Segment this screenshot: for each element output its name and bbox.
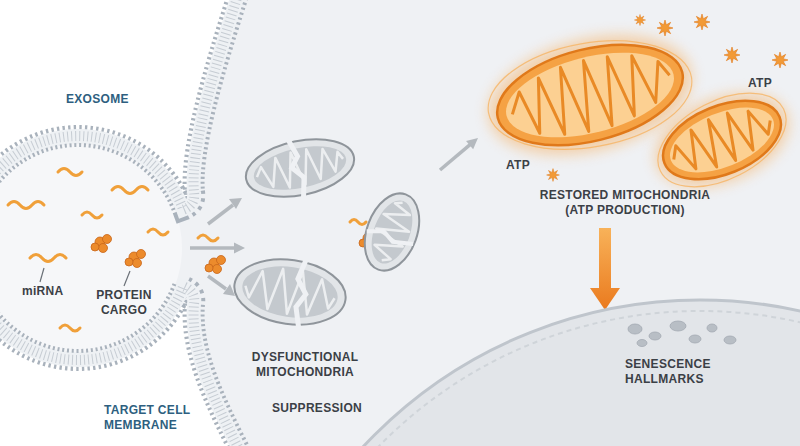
lipid-bilayer	[0, 0, 240, 446]
repairing-mitochondrion	[355, 186, 429, 278]
transport-arrow	[208, 205, 233, 224]
damaged-mitochondrion	[240, 126, 360, 210]
cell-outline	[290, 300, 800, 446]
arrow-head	[234, 243, 245, 254]
node-text: SENESCENCE HALLMARKS	[625, 357, 725, 387]
arrow-shaft	[440, 144, 471, 170]
dysfunctional-mitochondria: DYSFUNCTIONAL MITOCHONDRIA	[245, 118, 440, 388]
healthy-mitochondrion	[504, 41, 678, 148]
cell-outline	[628, 321, 736, 347]
lipid-bilayer	[0, 0, 240, 446]
node-text: DYSFUNCTIONAL MITOCHONDRIA	[245, 350, 365, 380]
healthy-mitochondrion	[665, 98, 779, 181]
extracellular-space	[0, 0, 240, 446]
atp-burst	[657, 20, 673, 36]
damaged-mitochondrion	[239, 261, 341, 324]
flow-arrow	[190, 243, 245, 254]
arrow-shaft	[599, 228, 611, 292]
damaged-mitochondrion	[230, 249, 351, 336]
healthy-mitochondrion	[641, 75, 800, 205]
damaged-mitochondrion	[291, 257, 311, 330]
mirna-strand	[8, 202, 44, 209]
exosome-vesicle: EXOSOME	[0, 88, 190, 360]
healthy-mitochondrion	[497, 37, 682, 152]
cell-outline	[707, 324, 717, 332]
damaged-mitochondrion	[241, 130, 360, 206]
node-text: RESTORED MITOCHONDRIA (ATP PRODUCTION)	[535, 188, 715, 218]
cell-outline	[628, 324, 642, 334]
protein-cargo	[91, 231, 380, 274]
transport-arrow	[223, 284, 235, 296]
atp-burst	[694, 14, 710, 30]
mirna-strand	[82, 212, 102, 218]
cell-outline	[290, 311, 800, 446]
atp-burst	[634, 14, 645, 25]
protein-label: PROTEIN CARGO	[84, 288, 164, 318]
damaged-mitochondrion	[253, 142, 346, 194]
mirna-strand	[58, 169, 82, 176]
protein-cargo	[91, 235, 112, 253]
mirna-strand	[30, 255, 66, 262]
node-text: EXOSOME	[66, 92, 156, 107]
cell-outline	[637, 340, 647, 347]
protein-cargo	[125, 250, 146, 268]
restored-mitochondria: RESTORED MITOCHONDRIA (ATP PRODUCTION)	[478, 18, 790, 228]
damaged-mitochondrion	[250, 139, 350, 198]
effect-label: SUPPRESSION	[272, 401, 382, 416]
cell-outline	[290, 295, 800, 446]
healthy-mitochondrion	[652, 85, 792, 194]
mirna-strand	[350, 220, 366, 225]
atp-burst	[724, 47, 740, 63]
flow-arrow	[440, 138, 478, 170]
healthy-mitochondrion	[643, 74, 800, 206]
arrow-head	[466, 138, 478, 149]
atp-burst	[547, 169, 560, 182]
lipid-bilayer	[0, 0, 240, 446]
healthy-mitochondrion	[661, 94, 783, 185]
leader-line	[40, 268, 44, 282]
transport-arrow	[229, 198, 242, 209]
protein-cargo	[205, 256, 226, 274]
transport-arrow	[208, 276, 226, 289]
cell-outline	[689, 335, 701, 343]
cell-outline	[649, 332, 661, 340]
damaged-mitochondrion	[230, 253, 350, 332]
cell-outline	[670, 321, 686, 331]
repairing-mitochondrion	[366, 226, 413, 249]
atp-burst	[547, 14, 788, 181]
repairing-mitochondrion	[364, 195, 420, 269]
mirna-strand	[60, 325, 80, 331]
leader-line	[124, 271, 130, 286]
lipid-bilayer	[0, 0, 240, 446]
damaged-mitochondrion	[286, 137, 309, 200]
leader-line	[40, 268, 130, 286]
suppression-arrow	[590, 228, 620, 310]
cell-outline	[724, 336, 736, 344]
mirna-strand	[148, 229, 168, 235]
senescent-cell: SENESCENCE HALLMARKS	[290, 295, 800, 446]
mirna-strand	[198, 235, 218, 241]
atp-label: ATP	[748, 76, 788, 91]
damaged-mitochondrion	[242, 264, 337, 320]
repairing-mitochondrion	[367, 197, 418, 265]
atp-burst	[772, 52, 788, 68]
arrow-shaft	[190, 246, 236, 250]
membrane-label: TARGET CELL MEMBRANE	[104, 403, 204, 433]
mirna-strand	[112, 187, 148, 194]
mirna-label: miRNA	[22, 284, 82, 299]
repairing-mitochondrion	[355, 186, 429, 278]
atp-label: ATP	[506, 158, 546, 173]
